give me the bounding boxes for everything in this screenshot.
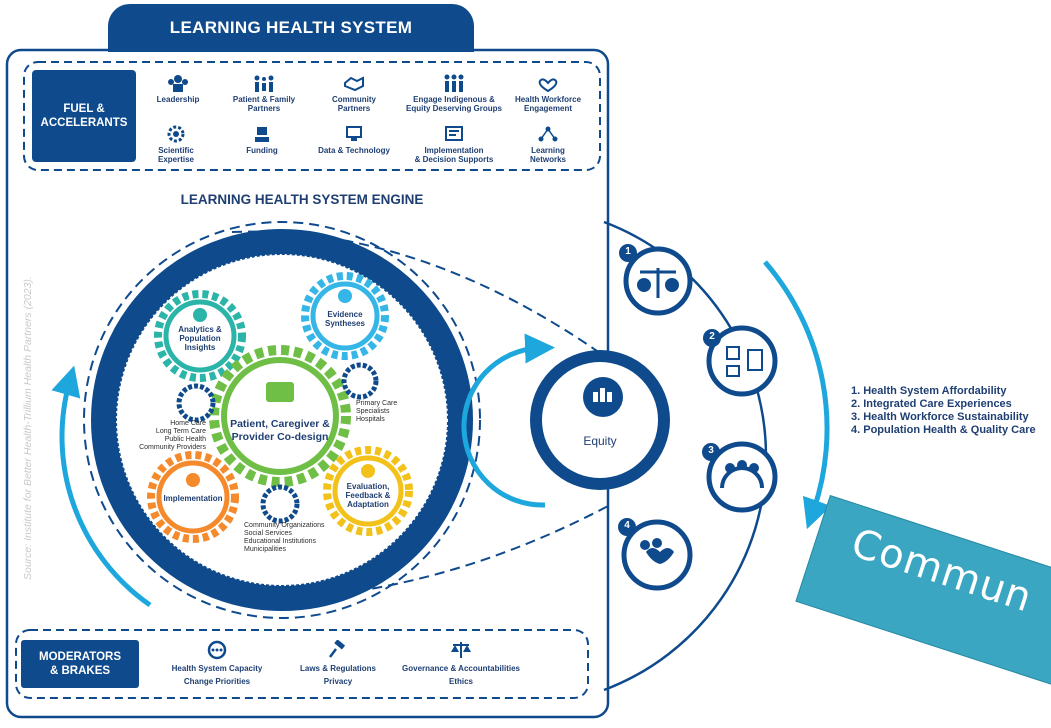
fuel-item-funding: Funding [210,125,314,155]
care-bottom-gear [260,484,300,524]
engine-gear-ring [91,229,473,611]
equity-people-icon [593,388,612,402]
equity-gear-inner [542,362,658,478]
analytics-gear [154,290,246,382]
heart-hand-icon [538,78,558,92]
outcome-3-icon [702,441,778,513]
analytics-label: Analytics & Population Insights [178,325,222,352]
outcome-3: 3. Health Workforce Sustainability [851,411,1029,423]
care-left-gear [176,383,216,423]
moderators-label-line2: & BRAKES [49,665,111,677]
computer-icon [346,126,362,141]
handshake-icon [344,76,364,92]
fuel-item-leadership: Leadership [126,74,230,104]
engine-title: LEARNING HEALTH SYSTEM ENGINE [180,192,424,207]
moderators-dashed-box [15,629,589,699]
page-title: LEARNING HEALTH SYSTEM [108,4,474,52]
care-bottom-list: Community Organizations Social Services … [244,522,325,553]
fuel-dashed-box [23,61,601,171]
evaluation-label: Evaluation, Feedback & Adaptation [345,482,391,509]
fuel-item-implementation: Implementation& Decision Supports [402,125,506,164]
equity-label: Equity [583,434,617,448]
outcomes-list: 1. Health System Affordability 2. Integr… [851,385,1036,437]
family-icon [254,75,274,92]
moderators-label-line1: MODERATORS [39,651,121,663]
care-right-list: Primary Care Specialists Hospitals [356,400,398,423]
outcome-number-3: 3 [708,445,714,456]
care-left-list: Home Care Long Term Care Public Health C… [139,420,206,451]
funding-icon [255,127,269,142]
care-right-gear [341,362,379,400]
outcome-1-icon [619,244,693,316]
capacity-icon [207,640,227,660]
evidence-icon [338,289,352,303]
outcome-2-icon [703,325,778,397]
outcome-number-4: 4 [624,520,630,531]
center-gear [209,345,351,487]
implementation-icon [186,473,200,487]
evaluation-gear [323,446,413,536]
evidence-gear [301,272,389,360]
source-credit: Source: Institute for Better Health-Tril… [22,276,34,580]
outcome-4-icon [618,518,693,591]
outcome-number-1: 1 [625,246,631,257]
fuel-label-box: FUEL & ACCELERANTS [32,70,136,162]
people-group-icon [444,74,464,92]
right-cycle-arrow [763,260,832,530]
implementation-label: Implementation [163,494,223,503]
fuel-label-line2: ACCELERANTS [40,117,128,129]
outcome-1: 1. Health System Affordability [851,385,1007,397]
analytics-icon [193,308,207,322]
outcome-number-2: 2 [709,331,715,342]
gavel-icon [329,640,346,658]
engine-dashed-ring [83,221,481,619]
evidence-label: Evidence Syntheses [324,310,366,328]
moderators-label-box: MODERATORS & BRAKES [21,640,139,688]
fuel-label-line1: FUEL & [63,103,105,115]
evaluation-icon [361,464,375,478]
fuel-item-data: Data & Technology [302,125,406,155]
implementation-gear [147,451,239,543]
left-cycle-arrow [51,365,152,608]
outcome-2: 2. Integrated Care Experiences [851,398,1012,410]
network-icon [538,126,558,142]
decision-board-icon [445,126,463,141]
equity-cycle-arrow [461,333,555,508]
fuel-item-indigenous: Engage Indigenous &Equity Deserving Grou… [402,74,506,113]
leadership-icon [168,75,188,92]
scales-icon [451,642,471,658]
engine-gear-teeth [116,254,448,586]
outcome-4: 4. Population Health & Quality Care [851,424,1036,436]
gear-brain-icon [167,125,185,143]
center-label: Patient, Caregiver & Provider Co-design [230,418,330,443]
